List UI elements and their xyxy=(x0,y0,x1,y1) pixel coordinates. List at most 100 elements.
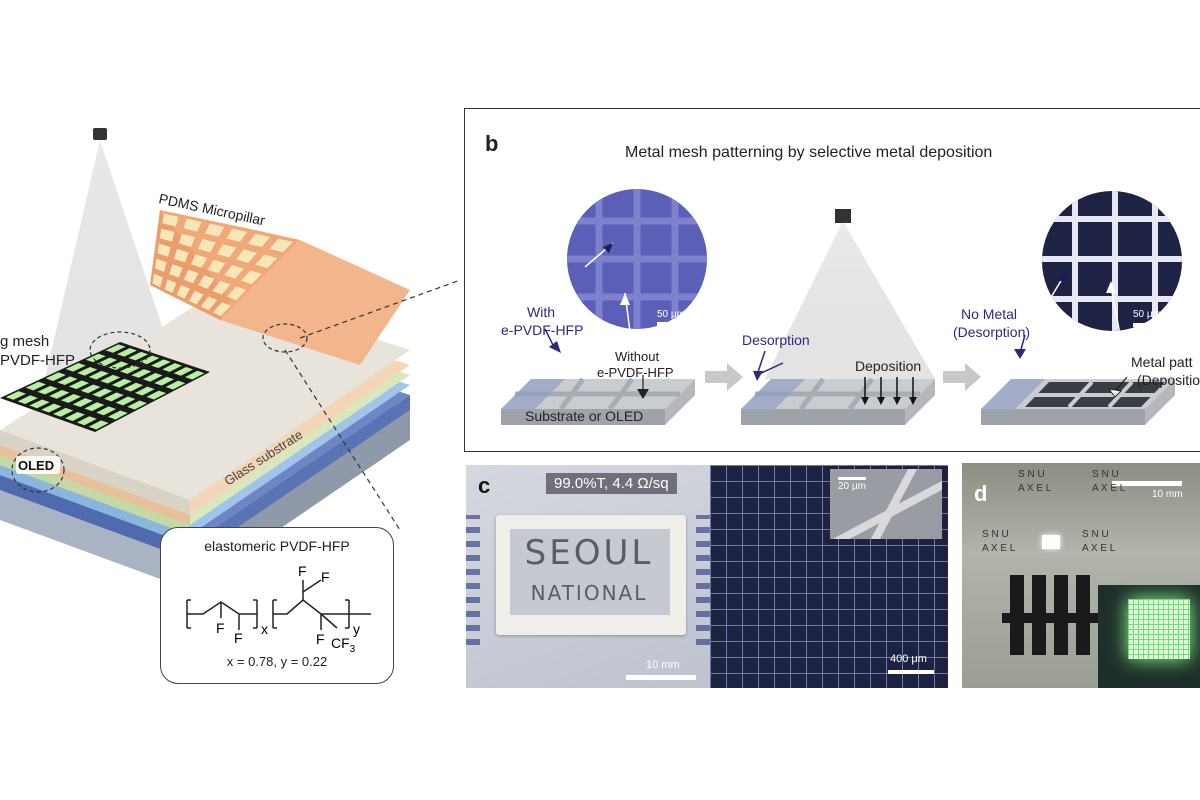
atom-f-4: F xyxy=(321,569,330,585)
lamp-icon xyxy=(93,128,107,140)
oled-pixel xyxy=(1042,535,1060,549)
sub-y: y xyxy=(353,621,360,637)
mesh-cell xyxy=(173,366,194,376)
mesh-cell xyxy=(29,399,50,409)
mesh-cell xyxy=(92,388,113,398)
pdms-pillar xyxy=(200,296,218,311)
axel-label-1: A X E L xyxy=(1018,483,1052,494)
pdms-pillar xyxy=(197,239,216,253)
scale-label-d: 10 mm xyxy=(1152,489,1183,500)
mesh-cell xyxy=(146,390,167,400)
pdms-pillar xyxy=(227,286,247,301)
pdms-pillar xyxy=(174,249,189,263)
mesh-cell xyxy=(100,374,121,384)
pdms-pillar xyxy=(224,265,244,279)
scale-label-inset: 20 μm xyxy=(838,481,866,492)
panel-b-title: Metal mesh patterning by selective metal… xyxy=(625,144,993,161)
panel-d: d 10 mm S N U A X E L S N U A X E L S N … xyxy=(962,463,1200,688)
mesh-cell xyxy=(88,420,109,430)
panel-b: b Metal mesh patterning by selective met… xyxy=(464,108,1200,452)
mesh-cell xyxy=(115,396,136,406)
pdms-pillar xyxy=(157,243,171,257)
pdms-pillar xyxy=(152,273,163,288)
scale-label-c-left: 10 mm xyxy=(646,659,680,671)
chemical-structure: F F x F F F CF3 y xyxy=(186,563,371,653)
mesh-cell xyxy=(131,369,152,378)
mesh-cell xyxy=(107,410,128,420)
film-window xyxy=(510,529,670,615)
mesh-cell xyxy=(165,380,186,390)
pdms-pillar xyxy=(169,264,183,278)
seoul-text: SEOUL xyxy=(524,533,654,573)
device-crossbar xyxy=(1002,613,1098,623)
pdms-pillar xyxy=(241,270,262,285)
mesh-cell xyxy=(17,395,38,405)
mesh-cell xyxy=(103,392,124,402)
emission-square xyxy=(1128,599,1190,659)
mesh-cell xyxy=(123,382,144,392)
transmittance-label: 99.0%T, 4.4 Ω/sq xyxy=(546,473,677,494)
mesh-cell xyxy=(139,355,160,365)
pdms-micropillar-sheet xyxy=(220,240,410,365)
mesh-cell xyxy=(105,344,126,353)
mesh-cell xyxy=(72,398,93,407)
panel-d-letter: d xyxy=(974,481,988,506)
mesh-cell xyxy=(76,416,97,426)
without-label-2: e-PVDF-HFP xyxy=(597,365,674,380)
mesh-cell xyxy=(37,385,58,395)
pdms-pillar xyxy=(159,228,175,242)
mesh-cell xyxy=(25,381,46,391)
sem-inset: 20 μm xyxy=(830,469,942,539)
substrate-label: Substrate or OLED xyxy=(525,408,643,424)
laurel-right xyxy=(696,515,710,645)
pdms-pillar xyxy=(178,233,196,247)
scale-label-c-right: 400 μm xyxy=(890,653,927,665)
mesh-cell xyxy=(84,402,105,412)
mesh-cell xyxy=(80,384,101,394)
pdms-pillar xyxy=(207,259,226,274)
snu-label-1: S N U xyxy=(1018,469,1045,480)
pdms-pillar xyxy=(154,258,167,272)
with-label-2: e-PVDF-HFP xyxy=(501,322,583,338)
mesh-cell xyxy=(88,370,109,380)
mesh-cell xyxy=(49,389,70,399)
process-arrow-1 xyxy=(705,363,743,391)
pdms-pillar xyxy=(269,238,293,253)
mesh-cells xyxy=(5,344,205,430)
mesh-cell xyxy=(85,353,106,363)
mesh-label-1: g mesh xyxy=(0,333,49,350)
mesh-cell xyxy=(116,348,137,357)
mesh-cell xyxy=(162,363,182,372)
pdms-pillar xyxy=(164,279,177,293)
process-arrow-2 xyxy=(943,363,981,391)
panel-c-photo: SEOUL NATIONAL 10 mm xyxy=(466,465,710,688)
atom-f-1: F xyxy=(216,620,225,636)
scale-bar-d xyxy=(1112,481,1182,486)
mesh-cell xyxy=(154,376,174,386)
mesh-cell xyxy=(142,372,163,382)
scale-bar-c-left xyxy=(626,675,696,680)
scale-bar-2: 50 μm xyxy=(1133,309,1161,320)
pdms-pillar xyxy=(162,213,179,227)
pdms-pillar xyxy=(247,233,271,248)
mesh-cell xyxy=(57,376,78,386)
axel-label-4: A X E L xyxy=(1082,543,1116,554)
pdms-pillar xyxy=(217,244,237,258)
pdms-pillars xyxy=(152,213,293,317)
structure-title: elastomeric PVDF-HFP xyxy=(204,538,350,554)
without-label-1: Without xyxy=(615,349,659,364)
with-label-1: With xyxy=(527,304,555,320)
mesh-cell xyxy=(184,370,205,380)
deposition-label: Deposition xyxy=(855,358,921,374)
scale-bar-inset xyxy=(838,477,866,480)
pdms-pillar xyxy=(255,254,278,269)
pdms-pillar xyxy=(190,254,208,268)
mesh-cell xyxy=(111,378,132,388)
pdms-pillar xyxy=(236,249,257,263)
pdms-pillar xyxy=(183,269,199,284)
mesh-cell xyxy=(65,412,86,421)
atom-f-3: F xyxy=(298,563,307,579)
axel-label-3: A X E L xyxy=(982,543,1016,554)
emission-inset xyxy=(1098,585,1200,688)
mesh-cell xyxy=(5,391,27,400)
